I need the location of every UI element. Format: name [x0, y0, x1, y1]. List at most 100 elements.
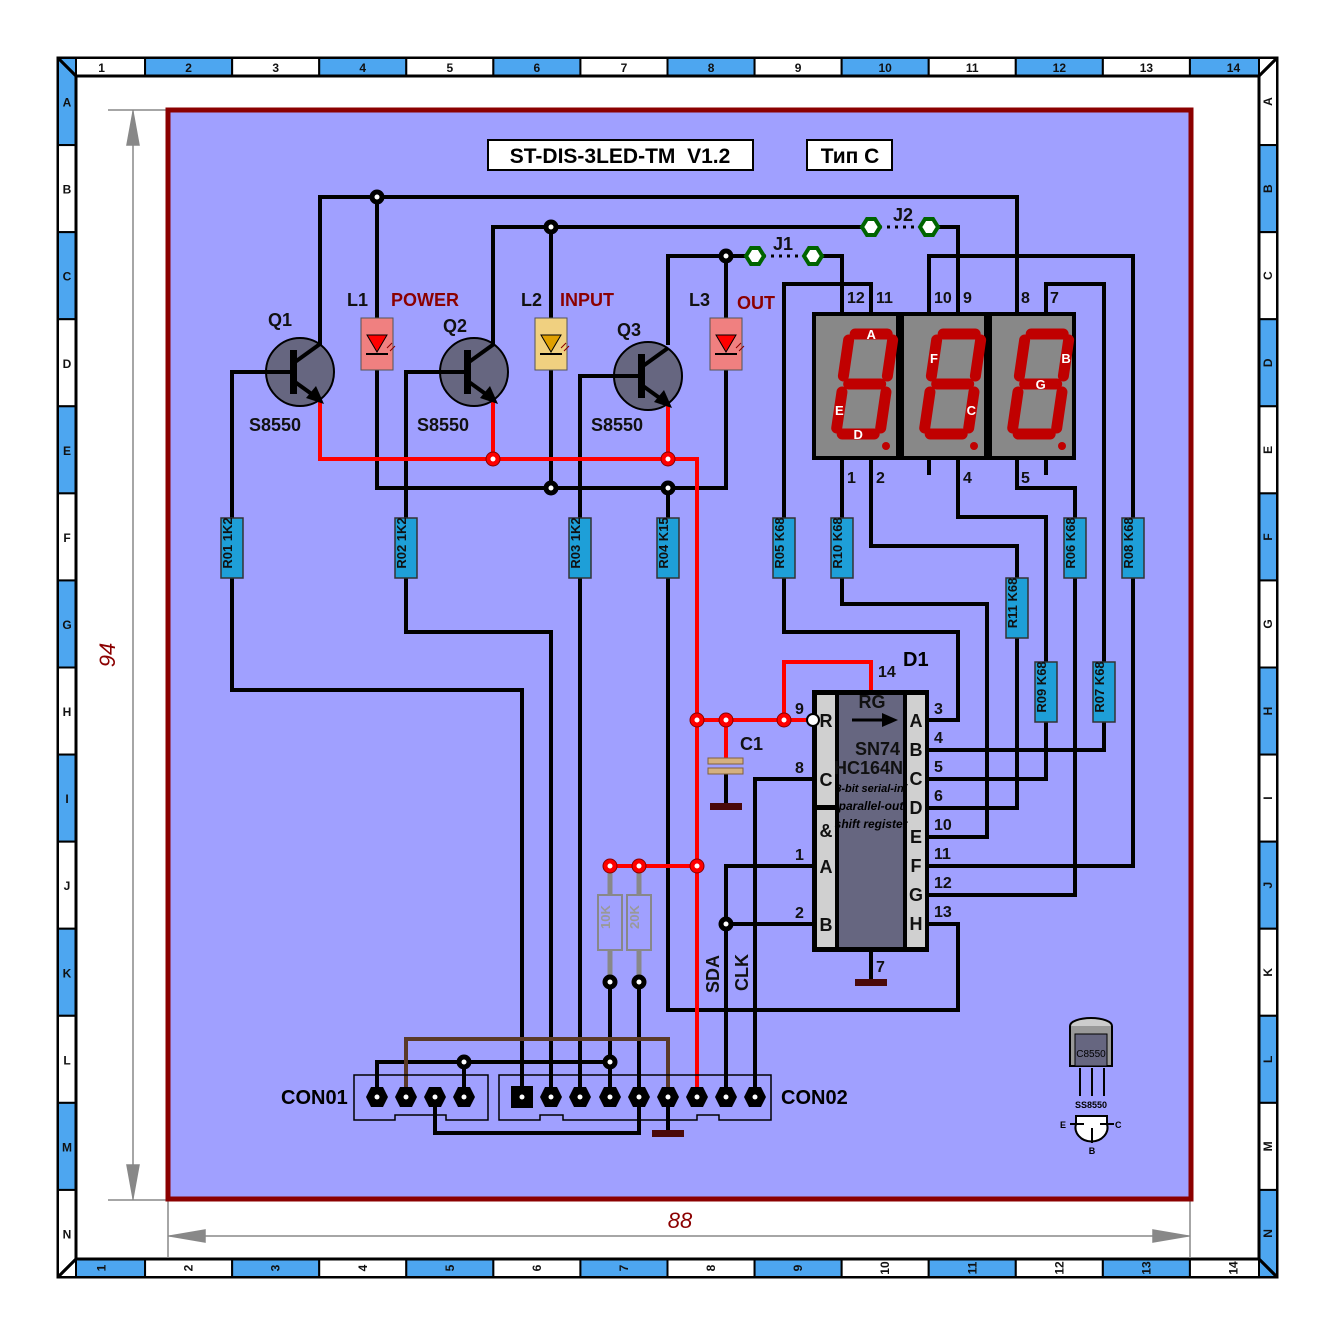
frame-column-label: 8 [704, 1264, 718, 1271]
resistor-label: 10K [598, 904, 613, 928]
package-name: SS8550 [1075, 1100, 1107, 1110]
jumper-pad [801, 246, 825, 266]
frame-row-label: E [63, 444, 71, 458]
resistor: R07 K68 [1092, 661, 1116, 723]
decimal-point [1058, 442, 1066, 450]
junction-center [723, 921, 729, 927]
jumper-pad [859, 217, 883, 237]
segment-label: B [1061, 351, 1070, 366]
frame-row-label: H [1261, 707, 1275, 716]
package-pin-b: B [1089, 1146, 1096, 1156]
resistor-label: 20K [627, 904, 642, 928]
resistor: R01 1K2 [220, 517, 244, 579]
light-emission-icon [735, 342, 745, 352]
ic-part-1: SN74 [855, 739, 900, 759]
resistor: R11 K68 [1005, 577, 1029, 639]
resistor-body [772, 517, 796, 579]
arrow-left-icon [169, 1229, 206, 1243]
display-pin-2: 2 [876, 470, 885, 487]
frame-row-label: D [1261, 358, 1275, 367]
arrow-down-icon [126, 1164, 140, 1199]
collector-lead [293, 342, 322, 364]
j1-label: J1 [773, 234, 793, 254]
frame-column-label: 4 [356, 1264, 370, 1271]
q1-label: Q1 [268, 310, 292, 330]
ic-right-pin-number: 13 [934, 904, 952, 921]
display-pin-1: 1 [847, 470, 856, 487]
ic-right-pin-number: 4 [934, 730, 943, 747]
junction-center [723, 717, 729, 723]
display-pin-10: 10 [934, 290, 952, 307]
package-pin-e: E [1060, 1120, 1066, 1130]
segment-label: A [866, 327, 876, 342]
ic-left-pin-number: 1 [795, 847, 804, 864]
ic-left-pin-name: & [820, 821, 833, 841]
connector-pin-center [374, 1094, 380, 1100]
frame-row-label: F [1261, 533, 1275, 540]
segment-f [925, 334, 943, 382]
frame-column-label: 2 [185, 61, 192, 75]
ic-right-pin-number: 11 [934, 846, 951, 863]
frame-column-label: 5 [446, 61, 453, 75]
frame-row-label: N [1261, 1229, 1275, 1238]
type-label: Тип С [821, 145, 880, 168]
ic-right-pin-name: A [910, 711, 923, 731]
segment-label: C [967, 403, 977, 418]
ic-right-pin-name: G [909, 885, 923, 905]
q2-part: S8550 [417, 415, 469, 435]
junction-center [636, 979, 642, 985]
frame-row-label: C [63, 270, 72, 284]
q2-label: Q2 [443, 316, 467, 336]
frame-column-label: 12 [1052, 1261, 1066, 1275]
divider-resistor: 10K [597, 894, 623, 951]
segment-b [1057, 334, 1075, 382]
frame-column-label: 13 [1140, 61, 1154, 75]
con02-label: CON02 [781, 1087, 848, 1109]
frame-row-label: L [1261, 1056, 1275, 1063]
frame-column-label: 9 [795, 61, 802, 75]
segment-c [1051, 386, 1068, 434]
resistor: R06 K68 [1063, 517, 1087, 579]
connector-pin-center [723, 1094, 729, 1100]
frame-row-label: C [1261, 271, 1275, 280]
frame-corners [56, 56, 1279, 1279]
resistor: R04 K15 [656, 517, 680, 579]
ic-left-pin-number: 9 [795, 701, 804, 718]
ground-icon [710, 803, 742, 810]
jumper-pad [743, 246, 767, 266]
board [165, 107, 1194, 1202]
j2-label: J2 [893, 205, 913, 225]
light-emission-icon [386, 342, 396, 352]
ic-right-pin-number: 10 [934, 817, 952, 834]
height-dimension-label: 94 [95, 643, 120, 667]
segment-e [919, 386, 936, 434]
brown-wire [404, 1037, 670, 1097]
ic-block: RG [859, 692, 886, 712]
ic-desc-1: 8-bit serial-in/ [835, 783, 908, 795]
resistor-label: R11 K68 [1005, 578, 1020, 629]
clk-label: CLK [732, 954, 752, 991]
l3-function: OUT [737, 293, 775, 313]
resistor: R10 K68 [830, 517, 854, 579]
diode-icon [540, 334, 562, 353]
frame-row-label: D [63, 357, 72, 371]
collector-lead [467, 342, 496, 364]
frame-column-label: 9 [791, 1264, 805, 1271]
connector-pin-center [636, 1094, 642, 1100]
con01-label: CON01 [281, 1087, 348, 1109]
frame-row-label: M [1261, 1141, 1275, 1151]
display-pin-5: 5 [1021, 470, 1030, 487]
junction-center [461, 1059, 467, 1065]
resistor: R02 1K2 [394, 517, 418, 579]
resistor-label: R01 1K2 [220, 517, 235, 568]
ic-ref: D1 [903, 649, 929, 671]
wires [230, 195, 1135, 1135]
emitter-arrow-icon [654, 390, 672, 408]
frame-row-label: M [62, 1140, 72, 1154]
segment-label: G [1036, 377, 1046, 392]
display-pin-7: 7 [1050, 290, 1059, 307]
title-box [487, 139, 754, 171]
segment-label: F [930, 351, 938, 366]
transistor-q3 [608, 341, 683, 411]
